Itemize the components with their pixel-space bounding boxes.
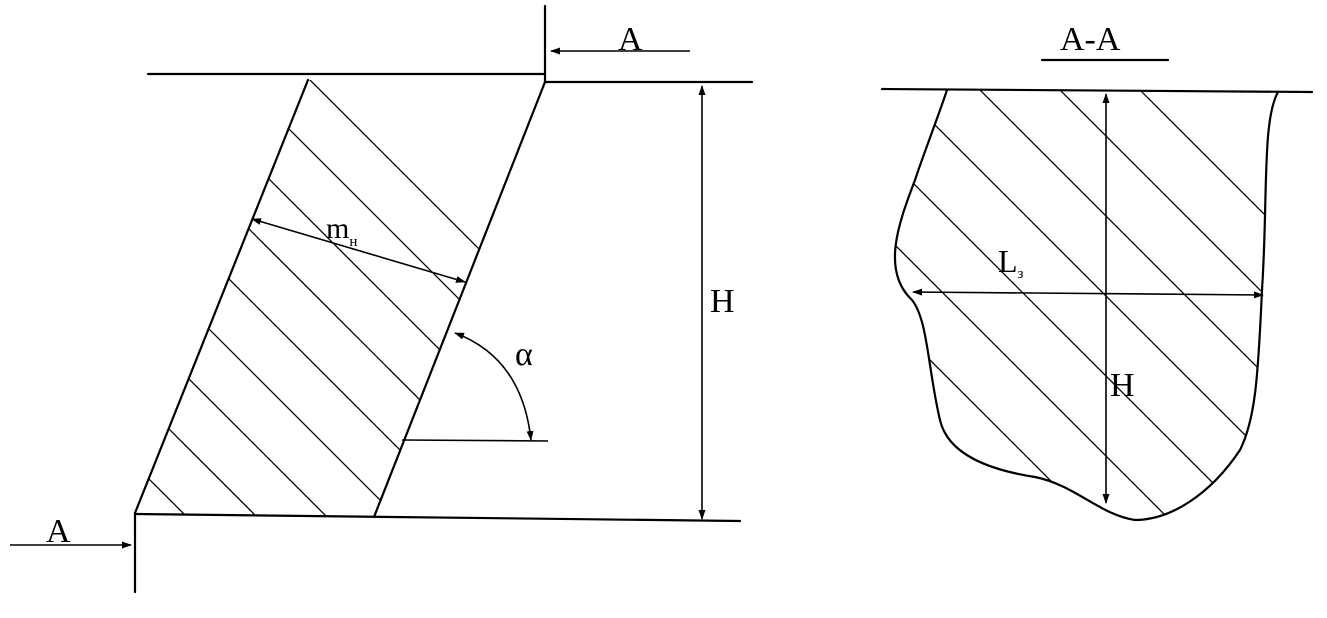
left-hatching xyxy=(135,80,545,517)
angle-arc xyxy=(454,332,534,441)
angle-reference-line xyxy=(401,439,549,442)
right-hatching xyxy=(894,90,1278,520)
seam-hanging-wall xyxy=(133,78,310,515)
seam-foot-wall xyxy=(372,80,547,519)
right-view: A-A Lз H xyxy=(880,21,1314,522)
angle-label: α xyxy=(515,336,533,373)
thickness-dimension xyxy=(251,218,466,283)
length-subscript: з xyxy=(1018,266,1024,282)
bottom-level-line xyxy=(133,512,742,523)
length-label: Lз xyxy=(998,243,1024,282)
surface-line-right xyxy=(880,87,1314,94)
length-symbol: L xyxy=(998,243,1018,279)
thickness-symbol: m xyxy=(326,212,349,245)
height-label-right: H xyxy=(1110,367,1135,404)
ore-body-outline xyxy=(893,88,1280,522)
height-label-left: H xyxy=(710,283,735,320)
thickness-label: mн xyxy=(326,212,357,250)
section-label-bottom: A xyxy=(46,513,71,550)
left-view: A A mн H α xyxy=(10,4,754,594)
thickness-subscript: н xyxy=(349,234,357,250)
section-title: A-A xyxy=(1060,21,1121,58)
section-label-top: A xyxy=(618,21,643,58)
length-dimension xyxy=(912,288,1264,299)
